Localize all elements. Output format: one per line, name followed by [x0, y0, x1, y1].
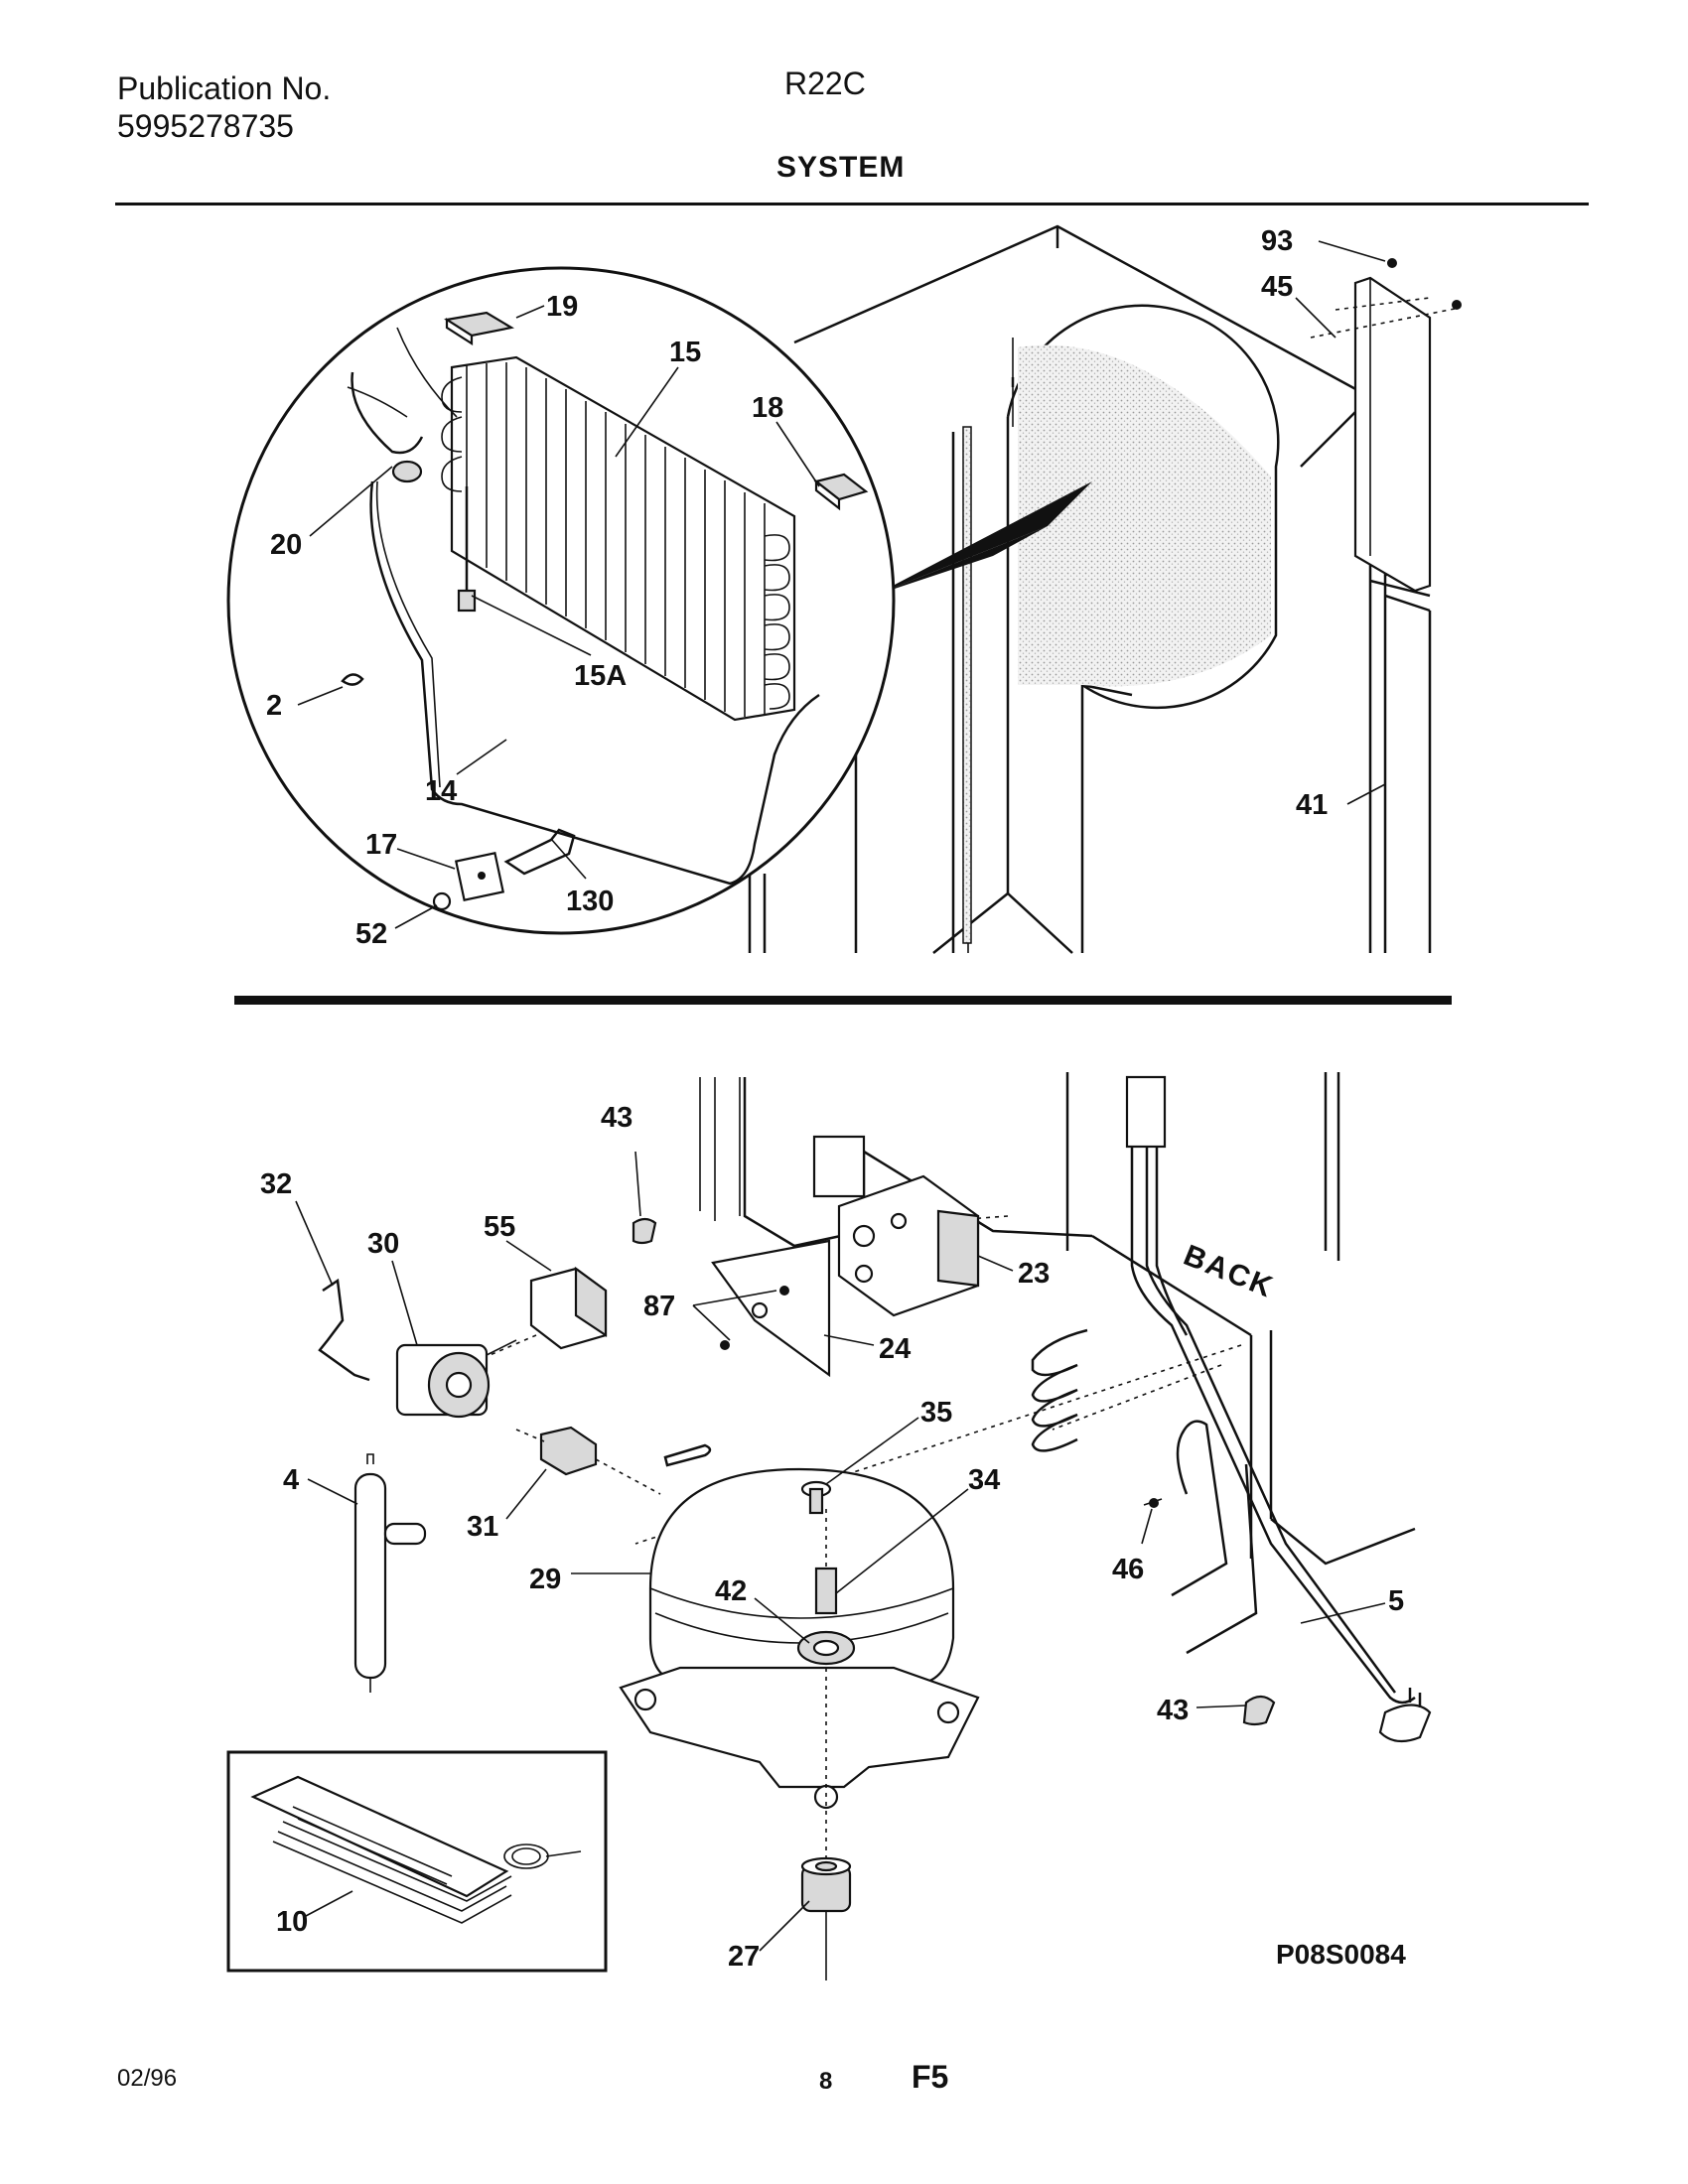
- callout-14: 14: [425, 775, 457, 807]
- callout-87: 87: [643, 1291, 675, 1322]
- evaporator-assembly: [341, 311, 869, 911]
- callout-4: 4: [283, 1464, 299, 1496]
- overload-protector: [395, 1339, 517, 1419]
- callout-24: 24: [879, 1333, 911, 1365]
- callout-31: 31: [467, 1511, 498, 1543]
- callout-45: 45: [1261, 271, 1293, 303]
- condenser-coil: [250, 1775, 582, 1924]
- drawing-id: P08S0084: [1276, 1939, 1406, 1970]
- callout-2: 2: [266, 690, 282, 722]
- callout-19: 19: [546, 291, 578, 323]
- callout-52: 52: [355, 918, 387, 950]
- callout-41: 41: [1296, 789, 1328, 821]
- callout-43-lower: 43: [1157, 1695, 1189, 1726]
- callout-130: 130: [566, 886, 614, 917]
- leader-lines: [295, 240, 1386, 1952]
- callouts: 93 45 19 15 18 20 15A 2 14 41 17 130 52 …: [260, 225, 1406, 1973]
- section-divider: [234, 996, 1452, 1005]
- callout-34: 34: [968, 1464, 1000, 1496]
- callout-10: 10: [276, 1906, 308, 1938]
- callout-23: 23: [1018, 1258, 1050, 1290]
- relay: [466, 1266, 608, 1366]
- callout-93: 93: [1261, 225, 1293, 257]
- callout-42: 42: [715, 1575, 747, 1607]
- defrost-timer: [837, 1174, 980, 1317]
- compressor: [619, 1443, 980, 1906]
- evaporator-compartment-view: [874, 304, 1280, 710]
- section-title: SYSTEM: [776, 151, 906, 184]
- callout-35: 35: [920, 1397, 952, 1429]
- ground-wire: [318, 1278, 370, 1382]
- clip-lower: [1242, 1695, 1276, 1726]
- header-divider: [115, 203, 1589, 205]
- top-panel: [1310, 258, 1462, 593]
- callout-30: 30: [367, 1228, 399, 1260]
- callout-17: 17: [365, 829, 397, 861]
- grommet: [800, 1480, 832, 1515]
- callout-27: 27: [728, 1941, 760, 1973]
- back-label: BACK: [1179, 1239, 1278, 1304]
- clip-upper: [632, 1217, 657, 1245]
- callout-43-upper: 43: [601, 1102, 633, 1134]
- power-cord: [1125, 1075, 1432, 1743]
- callout-46: 46: [1112, 1554, 1144, 1585]
- timer-bracket: [711, 1239, 831, 1378]
- footer-page-number: 8: [819, 2068, 833, 2095]
- callout-5: 5: [1388, 1585, 1404, 1617]
- footer-section-code: F5: [912, 2059, 949, 2095]
- footer-date: 02/96: [117, 2065, 178, 2092]
- model-number: R22C: [784, 66, 866, 101]
- callout-15a: 15A: [574, 660, 627, 692]
- filter-drier: [353, 1453, 427, 1693]
- condenser-lines: [1031, 1328, 1088, 1452]
- callout-55: 55: [484, 1211, 515, 1243]
- callout-32: 32: [260, 1168, 292, 1200]
- callout-18: 18: [752, 392, 783, 424]
- callout-20: 20: [270, 529, 302, 561]
- publication-label: Publication No.: [117, 70, 332, 106]
- callout-15: 15: [669, 337, 701, 368]
- compressor-mount: [800, 1856, 852, 1980]
- publication-number: 5995278735: [117, 108, 294, 144]
- drain-lines: [1143, 1420, 1258, 1655]
- callout-29: 29: [529, 1564, 561, 1595]
- cover-clip: [515, 1426, 661, 1495]
